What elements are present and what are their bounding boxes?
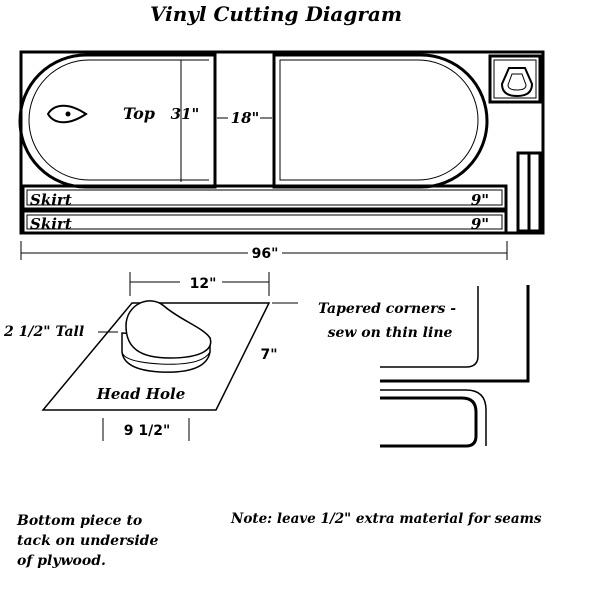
skirt-1-label: Skirt bbox=[30, 191, 72, 209]
head-hole-label: Head Hole bbox=[96, 385, 186, 403]
top-piece-right-inner-line bbox=[279, 59, 479, 181]
top-label: Top bbox=[123, 104, 155, 123]
bottom-note-line1: Bottom piece to bbox=[16, 513, 142, 529]
head-piece-shape-icon bbox=[500, 67, 534, 98]
tapered-corners-line1: Tapered corners - bbox=[318, 301, 456, 317]
dim-7-label: 7" bbox=[260, 347, 277, 363]
cushion-seam bbox=[121, 351, 211, 365]
bottom-note-line2: tack on underside bbox=[17, 533, 158, 549]
top-piece-right bbox=[272, 53, 489, 189]
tapered-corner-thin bbox=[380, 389, 487, 446]
seam-note: Note: leave 1/2" extra material for seam… bbox=[230, 511, 542, 527]
skirt-1-dim-label: 9" bbox=[471, 191, 489, 209]
dim-9-5-label: 9 1/2" bbox=[124, 423, 171, 439]
skirt-strip-1-inner bbox=[26, 189, 503, 206]
skirt-strip-1 bbox=[21, 184, 508, 211]
tapered-corner-thick bbox=[380, 396, 478, 448]
top-piece-left bbox=[18, 53, 217, 189]
top-piece-left-inner-line bbox=[28, 59, 209, 181]
dim-12-label: 12" bbox=[190, 276, 217, 292]
dim-tall-label: 2 1/2" Tall bbox=[3, 324, 84, 340]
head-piece-shape-inner-icon bbox=[507, 73, 527, 91]
vinyl-sheet-outline bbox=[19, 50, 545, 235]
skirt-2-label: Skirt bbox=[30, 215, 72, 233]
diagram-title: Vinyl Cutting Diagram bbox=[150, 2, 402, 26]
dim-96-label: 96" bbox=[252, 246, 279, 262]
square-corner-thick bbox=[380, 285, 530, 383]
head-piece-box bbox=[488, 54, 542, 104]
head-piece-box-inner bbox=[493, 59, 537, 99]
dim-18-label: 18" bbox=[231, 109, 260, 127]
tapered-corners-line2: sew on thin line bbox=[328, 325, 453, 341]
skirt-2-dim-label: 9" bbox=[471, 215, 489, 233]
head-hole-dot-icon bbox=[65, 111, 71, 117]
square-corner-thin bbox=[380, 286, 479, 368]
skirt-strip-2 bbox=[21, 209, 508, 235]
dim-31-label: 31" bbox=[171, 105, 200, 123]
skirt-strip-2-inner bbox=[26, 214, 503, 230]
cushion-top bbox=[125, 300, 212, 359]
bottom-note-line3: of plywood. bbox=[17, 553, 106, 569]
